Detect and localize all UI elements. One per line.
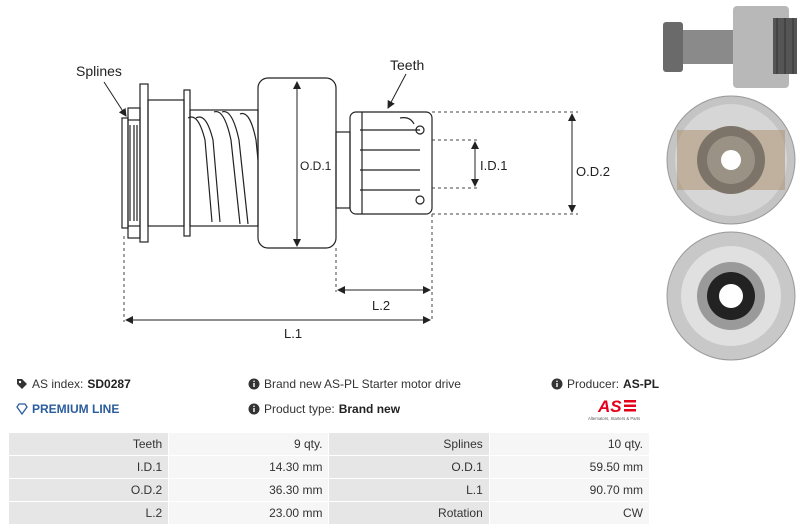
as-pl-logo: AS Alternators, Starters & Parts	[588, 397, 640, 421]
specs-table: Teeth 9 qty. Splines 10 qty. I.D.1 14.30…	[7, 432, 651, 525]
spec-key: Teeth	[7, 432, 170, 456]
table-row: I.D.1 14.30 mm O.D.1 59.50 mm	[7, 455, 651, 479]
tag-icon	[17, 379, 27, 389]
technical-drawing: Splines Teeth O.D.1 I.D.1 O.D.2 L.2 L.1	[76, 57, 610, 341]
label-teeth: Teeth	[390, 57, 424, 73]
label-od2: O.D.2	[576, 164, 610, 179]
photo-back-view	[666, 231, 796, 361]
diamond-icon	[16, 403, 28, 415]
premium-line-label: PREMIUM LINE	[32, 402, 120, 416]
label-splines: Splines	[76, 63, 122, 79]
as-index-label: AS index:	[32, 377, 84, 391]
photo-side-view	[663, 6, 797, 88]
spec-key: I.D.1	[7, 455, 170, 479]
pinion	[349, 111, 433, 215]
spec-key: L.2	[7, 501, 170, 525]
table-row: O.D.2 36.30 mm L.1 90.70 mm	[7, 478, 651, 502]
spline-end-plate	[121, 117, 129, 229]
svg-text:AS: AS	[597, 397, 622, 416]
spec-key: Rotation	[328, 501, 490, 525]
product-photos	[663, 6, 797, 361]
premium-line-badge: PREMIUM LINE	[16, 402, 119, 416]
label-l2: L.2	[372, 298, 390, 313]
producer-label: Producer:	[567, 377, 620, 391]
product-type-label: Product type:	[264, 402, 335, 416]
spec-value: 10 qty.	[488, 432, 651, 456]
product-type-row: Product type: Brand new	[248, 402, 400, 416]
spec-key: L.1	[328, 478, 490, 502]
label-l1: L.1	[284, 326, 302, 341]
as-index-row: AS index: SD0287	[16, 377, 131, 391]
spec-key: Splines	[328, 432, 490, 456]
label-id1: I.D.1	[480, 158, 507, 173]
table-row: L.2 23.00 mm Rotation CW	[7, 501, 651, 525]
product-type-value: Brand new	[338, 402, 401, 416]
label-od1: O.D.1	[300, 159, 332, 173]
spec-value: 59.50 mm	[488, 455, 651, 479]
photo-front-view	[666, 95, 796, 225]
brand-new-row: Brand new AS-PL Starter motor drive	[248, 377, 461, 391]
spec-value: 90.70 mm	[488, 478, 651, 502]
spec-value: 9 qty.	[168, 432, 330, 456]
info-icon	[551, 378, 563, 390]
spec-value: 23.00 mm	[168, 501, 330, 525]
table-row: Teeth 9 qty. Splines 10 qty.	[7, 432, 651, 456]
spec-key: O.D.2	[7, 478, 170, 502]
spec-key: O.D.1	[328, 455, 490, 479]
svg-text:Alternators, Starters & Parts: Alternators, Starters & Parts	[588, 416, 640, 421]
producer-value: AS-PL	[623, 377, 660, 391]
info-icon	[248, 403, 260, 415]
producer-row: Producer: AS-PL	[551, 377, 659, 391]
as-index-value: SD0287	[87, 377, 131, 391]
spec-value: CW	[488, 501, 651, 525]
spec-value: 36.30 mm	[168, 478, 330, 502]
spec-value: 14.30 mm	[168, 455, 330, 479]
brand-new-text: Brand new AS-PL Starter motor drive	[264, 377, 461, 391]
info-icon	[248, 378, 260, 390]
